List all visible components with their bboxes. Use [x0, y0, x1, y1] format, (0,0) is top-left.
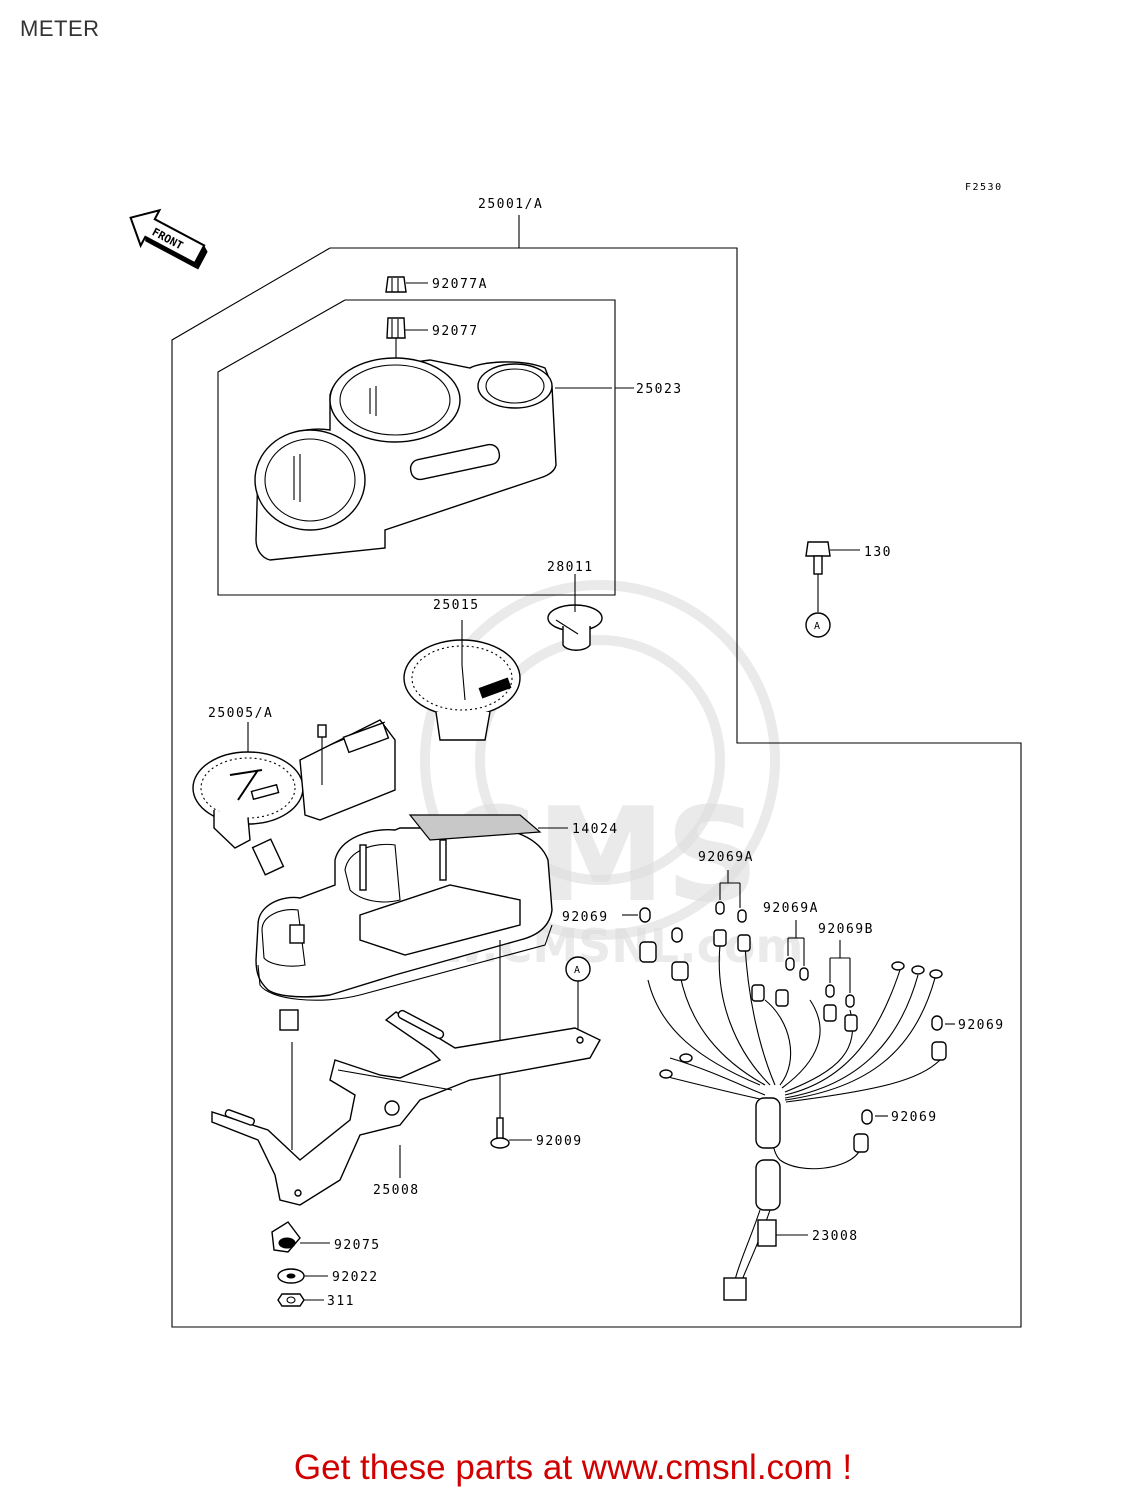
- part-92077a: [385, 276, 428, 293]
- part-311-nut: [277, 1293, 324, 1307]
- part-label-92069-2: 92069: [958, 1018, 1005, 1033]
- part-23008-wire-harness: [622, 870, 955, 1301]
- ref-marker-a: A: [814, 621, 822, 632]
- part-92075-grommet: [271, 1221, 330, 1253]
- part-label-92075: 92075: [334, 1238, 381, 1253]
- part-label-92077: 92077: [432, 324, 479, 339]
- part-label-92069b: 92069B: [818, 922, 874, 937]
- svg-text:A: A: [574, 965, 582, 976]
- part-label-28011: 28011: [547, 560, 594, 575]
- part-label-311: 311: [327, 1294, 355, 1309]
- part-130-bolt: A: [805, 541, 860, 638]
- part-label-25015: 25015: [433, 598, 480, 613]
- part-28011: [547, 574, 603, 651]
- footer-promo-text: Get these parts at www.cmsnl.com !: [293, 1448, 853, 1487]
- page-title: METER: [20, 16, 100, 41]
- assembly-outline: [171, 247, 1022, 1328]
- part-14024-meter-case: [255, 814, 568, 1031]
- part-92022-washer: [277, 1268, 328, 1284]
- part-label-25023: 25023: [636, 382, 683, 397]
- part-label-92069a-2: 92069A: [763, 901, 819, 916]
- figure-code: F2530: [965, 182, 1003, 193]
- part-label-130: 130: [864, 545, 892, 560]
- part-label-25005-a: 25005/A: [208, 706, 273, 721]
- part-25023-meter-cover: [254, 357, 557, 561]
- part-label-14024: 14024: [572, 822, 619, 837]
- part-label-92022: 92022: [332, 1270, 379, 1285]
- part-25005-a-speedometer: [192, 719, 396, 876]
- part-label-92009: 92009: [536, 1134, 583, 1149]
- part-label-92069a-1: 92069A: [698, 850, 754, 865]
- part-25015-dial: [403, 620, 521, 741]
- part-label-92069-1: 92069: [562, 910, 609, 925]
- front-arrow-icon: FRONT: [129, 208, 208, 270]
- part-label-92077a: 92077A: [432, 277, 488, 292]
- part-25008-bracket: [211, 1009, 601, 1206]
- part-label-92069-3: 92069: [891, 1110, 938, 1125]
- part-label-25008: 25008: [373, 1183, 420, 1198]
- part-92009-screw: [490, 940, 532, 1149]
- subassembly-outline: [217, 299, 616, 596]
- part-label-25001-a: 25001/A: [478, 197, 543, 212]
- part-label-23008: 23008: [812, 1229, 859, 1244]
